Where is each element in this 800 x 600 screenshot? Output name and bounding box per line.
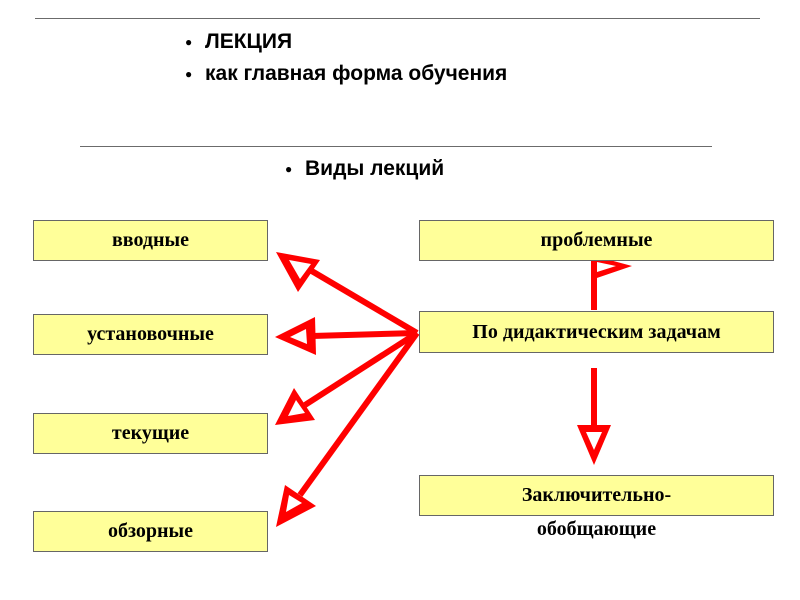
arrow-to-tekushchie [275, 330, 419, 425]
box-vvodnye: вводные [33, 220, 268, 261]
box-zaklyuchitelno: Заключительно- [419, 475, 774, 516]
header-bullet-2: ● как главная форма обучения [185, 62, 507, 86]
box-problemnye: проблемные [419, 220, 774, 261]
header-title: ЛЕКЦИЯ [205, 30, 293, 53]
box-ustanovochnye: установочные [33, 314, 268, 355]
section-title: Виды лекций [305, 157, 445, 180]
box-zaklyuchitelno-line2: обобщающие [536, 518, 657, 540]
bullet-icon: ● [185, 35, 193, 50]
section-divider [80, 146, 712, 147]
box-center-label: По дидактическим задачам [472, 320, 721, 343]
box-center: По дидактическим задачам [419, 311, 774, 353]
arrow-to-vvodnye [276, 252, 419, 336]
header-bullet-1: ● ЛЕКЦИЯ [185, 30, 292, 54]
arrow-to-problemnye [591, 255, 632, 310]
box-tekushchie-label: текущие [111, 422, 190, 444]
box-ustanovochnye-label: установочные [87, 323, 214, 345]
box-obzornye: обзорные [33, 511, 268, 552]
box-zaklyuchitelno-label: Заключительно- [521, 484, 672, 506]
box-zaklyuchitelno-overflow: обобщающие [419, 518, 774, 541]
header-subtitle: как главная форма обучения [205, 62, 508, 85]
box-obzornye-label: обзорные [107, 520, 194, 542]
top-divider [35, 18, 760, 19]
arrow-to-zaklyuchitelno [577, 368, 611, 465]
box-problemnye-label: проблемные [540, 229, 653, 251]
bullet-icon: ● [285, 162, 293, 177]
bullet-icon: ● [185, 67, 193, 82]
section-bullet: ● Виды лекций [285, 157, 444, 181]
box-tekushchie: текущие [33, 413, 268, 454]
arrow-to-ustanovochnye [275, 317, 418, 355]
arrow-to-obzornye [276, 331, 420, 527]
box-vvodnye-label: вводные [111, 229, 190, 251]
